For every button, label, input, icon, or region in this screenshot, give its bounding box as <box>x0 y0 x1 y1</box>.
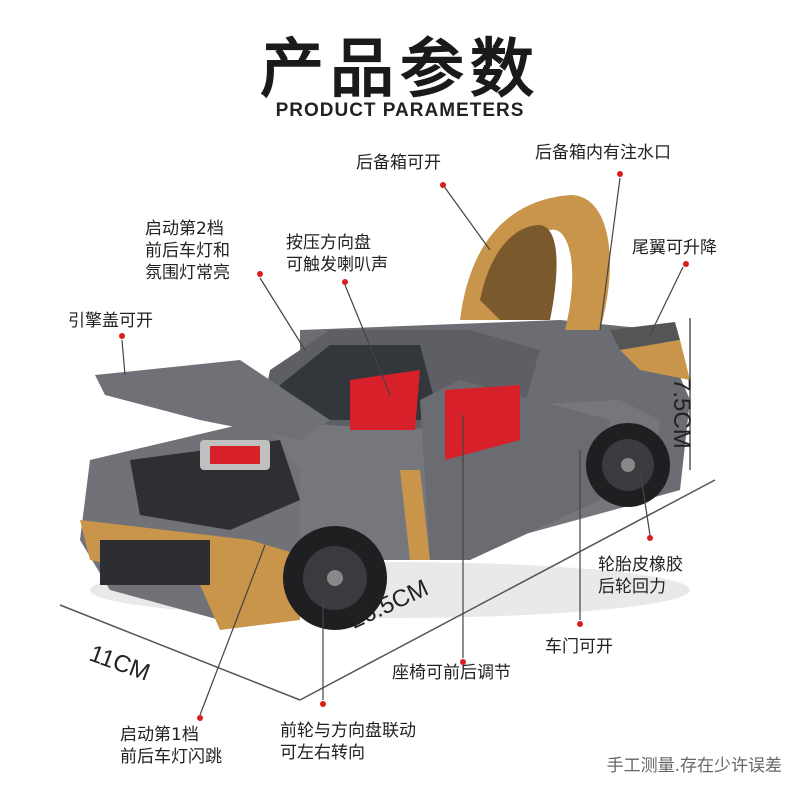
label-door-open: 车门可开 <box>545 637 613 657</box>
dimension-height: 7.5CM <box>668 378 695 449</box>
label-gear1-line1: 启动第1档 <box>120 725 199 745</box>
label-steering: 前轮与方向盘联动 可左右转向 <box>280 720 416 764</box>
label-tire-line1: 轮胎皮橡胶 <box>598 555 683 575</box>
label-gear1-line2: 前后车灯闪跳 <box>120 747 222 767</box>
label-gear2: 启动第2档 前后车灯和 氛围灯常亮 <box>145 218 230 284</box>
label-steering-line2: 可左右转向 <box>280 743 365 763</box>
label-horn-line1: 按压方向盘 <box>286 233 371 253</box>
label-gear2-line1: 启动第2档 <box>145 219 224 239</box>
page-subtitle: PRODUCT PARAMETERS <box>275 100 525 121</box>
label-gear2-line3: 氛围灯常亮 <box>145 263 230 283</box>
label-gear1: 启动第1档 前后车灯闪跳 <box>120 724 222 768</box>
label-gear2-line2: 前后车灯和 <box>145 241 230 261</box>
label-horn: 按压方向盘 可触发喇叭声 <box>286 232 388 276</box>
label-trunk-open: 后备箱可开 <box>356 153 441 173</box>
label-horn-line2: 可触发喇叭声 <box>286 255 388 275</box>
label-seat-adjust: 座椅可前后调节 <box>392 663 511 683</box>
label-steering-line1: 前轮与方向盘联动 <box>280 721 416 741</box>
measurement-disclaimer: 手工测量.存在少许误差 <box>606 756 782 776</box>
page-title: 产品参数 <box>260 33 540 107</box>
label-tire: 轮胎皮橡胶 后轮回力 <box>598 554 683 598</box>
label-trunk-water-inlet: 后备箱内有注水口 <box>535 143 671 163</box>
label-hood-open: 引擎盖可开 <box>68 311 153 331</box>
label-spoiler: 尾翼可升降 <box>632 238 717 258</box>
label-tire-line2: 后轮回力 <box>598 577 666 597</box>
